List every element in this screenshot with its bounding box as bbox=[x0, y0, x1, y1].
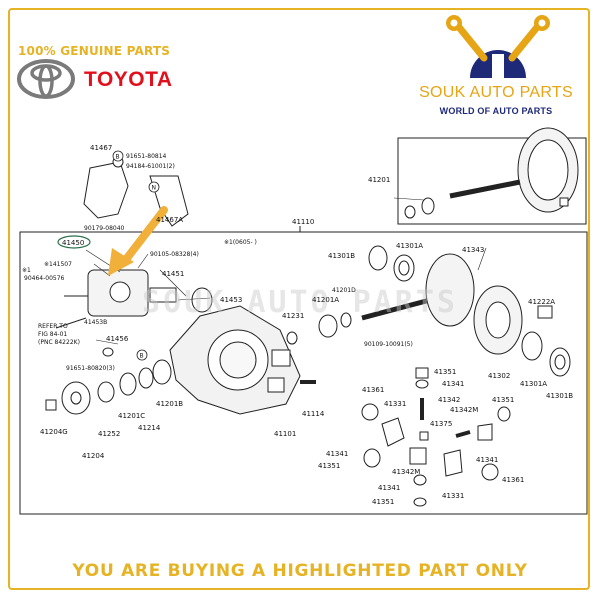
marker-b-top-letter: B bbox=[116, 154, 120, 161]
label-41467: 41467 bbox=[90, 144, 112, 152]
label-41351-d: 41351 bbox=[372, 498, 394, 506]
label-41201d: 41201D bbox=[332, 287, 356, 294]
label-fig-84-01: FIG 84-01 bbox=[38, 331, 67, 338]
marker-n bbox=[148, 181, 160, 193]
label-90105-08328: 90105-08328(4) bbox=[150, 251, 199, 258]
label-41222a: 41222A bbox=[528, 298, 555, 306]
label-41453: 41453 bbox=[220, 296, 242, 304]
label-41214: 41214 bbox=[138, 424, 161, 432]
gold-frame bbox=[8, 8, 590, 590]
highlighted-part-notice: YOU ARE BUYING A HIGHLIGHTED PART ONLY bbox=[72, 561, 528, 581]
label-41301b-bottom: 41301B bbox=[546, 392, 573, 400]
souk-shop-name: SOUK AUTO PARTS bbox=[419, 84, 573, 101]
label-41231: 41231 bbox=[282, 312, 304, 320]
label-141507: ※141507 bbox=[44, 261, 72, 268]
label-41341-d: 41341 bbox=[378, 484, 400, 492]
actuator-drawing bbox=[55, 269, 213, 357]
label-41451: 41451 bbox=[162, 270, 184, 278]
label-refer-to: REFER TO bbox=[38, 323, 68, 330]
label-41101: 41101 bbox=[274, 430, 296, 438]
label-41201: 41201 bbox=[368, 176, 390, 184]
label-41361-a: 41361 bbox=[362, 386, 384, 394]
label-41331-b: 41331 bbox=[442, 492, 464, 500]
souk-logo-icon bbox=[446, 15, 550, 78]
label-41342m-a: 41342M bbox=[450, 406, 478, 414]
differential-case-drawing bbox=[425, 253, 571, 377]
label-41341-a: 41341 bbox=[442, 380, 464, 388]
label-41456: 41456 bbox=[106, 335, 129, 343]
label-41201c: 41201C bbox=[118, 412, 145, 420]
label-41201b: 41201B bbox=[156, 400, 183, 408]
label-90464-00576: 90464-00576 bbox=[24, 275, 65, 282]
label-41361-b: 41361 bbox=[502, 476, 524, 484]
label-pnc-84222k: (PNC 84222K) bbox=[38, 339, 80, 346]
label-41114: 41114 bbox=[302, 410, 325, 418]
label-41110: 41110 bbox=[292, 218, 314, 226]
label-41201a-mid: 41201A bbox=[312, 296, 339, 304]
highlighted-part-circle bbox=[57, 235, 91, 249]
mount-bracket bbox=[83, 156, 189, 227]
watermark-text: SOUK AUTO PARTS bbox=[142, 285, 458, 320]
souk-shop-tagline: WORLD OF AUTO PARTS bbox=[439, 106, 553, 116]
toyota-emblem-icon bbox=[17, 59, 75, 99]
ring-gear-drawing bbox=[404, 127, 579, 219]
marker-n-letter: N bbox=[152, 185, 157, 192]
label-41204: 41204 bbox=[82, 452, 105, 460]
label-41453b: 41453B bbox=[84, 319, 107, 326]
label-90179-08040: 90179-08040 bbox=[84, 225, 125, 232]
label-91651-80814: 91651-80814 bbox=[126, 153, 167, 160]
label-91651-80820: 91651-80820(3) bbox=[66, 365, 115, 372]
carrier-housing-drawing bbox=[169, 305, 301, 415]
marker-b-bottom-letter: B bbox=[140, 353, 144, 360]
label-41375: 41375 bbox=[430, 420, 452, 428]
label-41301a-top: 41301A bbox=[396, 242, 423, 250]
toyota-logo-text: TOYOTA bbox=[84, 68, 173, 91]
label-41342m-b: 41342M bbox=[392, 468, 420, 476]
label-41467a: 41467A bbox=[156, 216, 183, 224]
label-41343: 41343 bbox=[462, 246, 484, 254]
label-41342: 41342 bbox=[438, 396, 460, 404]
label-41331-a: 41331 bbox=[384, 400, 406, 408]
pinion-parts-drawing bbox=[286, 245, 431, 345]
label-note-1: ※1 bbox=[22, 267, 31, 274]
flange-parts-drawing bbox=[45, 359, 316, 415]
label-41341-b: 41341 bbox=[326, 450, 348, 458]
marker-b-bottom bbox=[136, 349, 148, 361]
label-41302: 41302 bbox=[488, 372, 510, 380]
label-94184-61001: 94184-61001(2) bbox=[126, 163, 175, 170]
label-41301a-bottom: 41301A bbox=[520, 380, 547, 388]
label-note-0605: ※1(0605- ) bbox=[224, 239, 257, 246]
main-assembly-box bbox=[19, 231, 588, 515]
label-41301b-top: 41301B bbox=[328, 252, 355, 260]
label-41252: 41252 bbox=[98, 430, 120, 438]
label-90109-10091: 90109-10091(5) bbox=[364, 341, 413, 348]
label-41351-b: 41351 bbox=[492, 396, 514, 404]
label-41204g: 41204G bbox=[40, 428, 68, 436]
spider-gears-drawing bbox=[361, 367, 511, 507]
label-41351-c: 41351 bbox=[318, 462, 340, 470]
ring-gear-set-box bbox=[397, 137, 587, 225]
label-41450: 41450 bbox=[62, 239, 84, 247]
label-41351-a: 41351 bbox=[434, 368, 456, 376]
marker-b-top bbox=[112, 150, 124, 162]
genuine-parts-label: 100% GENUINE PARTS bbox=[18, 44, 171, 58]
highlight-arrow-icon bbox=[108, 206, 168, 276]
label-41341-c: 41341 bbox=[476, 456, 498, 464]
